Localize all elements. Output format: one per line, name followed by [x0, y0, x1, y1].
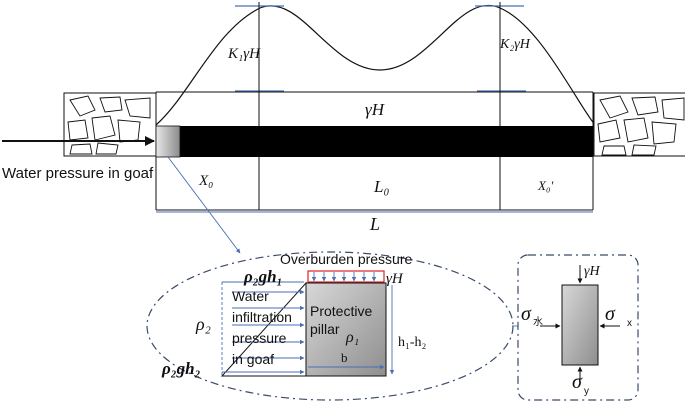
l0-label: L₀: [373, 177, 389, 196]
svg-text:infiltration: infiltration: [232, 309, 292, 325]
x0-label: X₀: [198, 173, 213, 189]
k2-gamma-h-label: K₂γH: [499, 37, 531, 52]
rho2-g-h1-label: ρ₂gh₁: [243, 267, 283, 286]
svg-text:水: 水: [533, 316, 543, 328]
zoom-guide-line: [167, 156, 241, 254]
svg-text:σ: σ: [572, 371, 583, 393]
rho1-label: ρ₁: [345, 329, 359, 346]
x0-prime-label: X₀′: [537, 178, 553, 193]
coal-seam-band: [180, 126, 593, 157]
left-rock-mass: [63, 92, 157, 157]
h1-minus-h2-label: h₁-h₂: [398, 335, 427, 350]
svg-text:pressure: pressure: [232, 330, 287, 346]
stress-element-frame: [517, 254, 639, 401]
b-label: b: [341, 350, 348, 365]
sigma-y-label: σ y: [572, 371, 589, 397]
svg-text:σ: σ: [605, 303, 616, 325]
sigma-water-label: σ 水: [521, 303, 543, 328]
right-rock-mass: [593, 92, 685, 157]
svg-text:σ: σ: [521, 303, 532, 325]
protective-pillar-label: Protective pillar: [310, 303, 372, 337]
stress-element: [561, 284, 599, 366]
rho2-label: ρ₂: [195, 314, 211, 334]
svg-text:x: x: [627, 318, 632, 329]
svg-text:Water: Water: [232, 288, 269, 304]
water-infiltration-label: Water infiltration pressure in goaf: [232, 288, 292, 367]
svg-text:pillar: pillar: [310, 321, 340, 337]
stress-curve: [155, 4, 596, 126]
gamma-h-detail-label: γH: [386, 271, 404, 287]
gamma-h-top-label: γH: [365, 100, 386, 119]
rho2-g-h2-label: ρ₂gh₂: [161, 359, 201, 378]
water-pressure-goaf-label: Water pressure in goaf: [2, 165, 154, 182]
sigma-x-label: σ x: [605, 303, 632, 329]
overburden-pressure-label: Overburden pressure: [280, 251, 413, 267]
svg-text:in goaf: in goaf: [232, 351, 274, 367]
l-label: L: [369, 214, 380, 234]
gamma-h-right-label: γH: [584, 264, 601, 279]
svg-text:Protective: Protective: [310, 303, 372, 319]
water-pressure-triangle: [220, 281, 307, 377]
svg-text:y: y: [584, 386, 589, 397]
water-pressure-arrows: [222, 289, 305, 375]
overburden-load-rect: [307, 270, 385, 283]
k1-gamma-h-label: K₁γH: [227, 46, 261, 62]
water-pressure-block: [155, 125, 181, 158]
overburden-arrows: [311, 272, 377, 282]
